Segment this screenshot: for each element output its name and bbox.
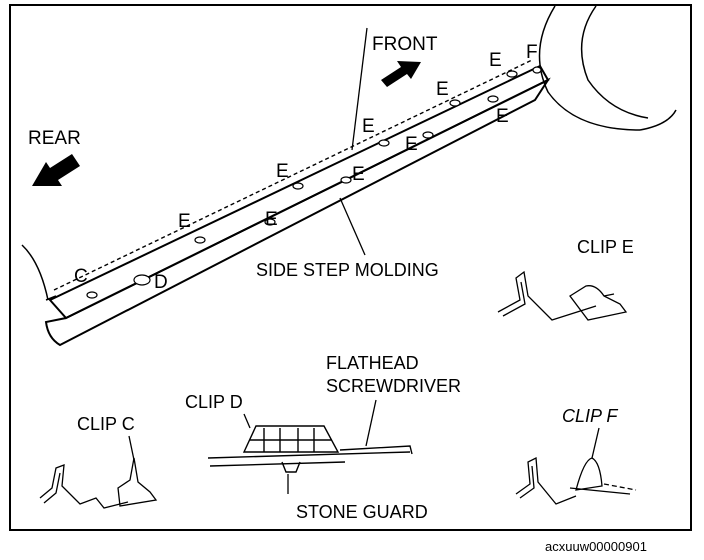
rear-label: REAR	[28, 128, 81, 149]
letter-d: D	[154, 272, 168, 293]
letter-e: E	[496, 106, 509, 127]
side-step-molding-label: SIDE STEP MOLDING	[256, 260, 439, 280]
clip-d-label: CLIP D	[185, 392, 243, 412]
leader-lines	[339, 27, 368, 256]
clip-f-label: CLIP F	[562, 406, 618, 426]
letter-e: E	[405, 134, 418, 155]
letter-e: E	[489, 50, 502, 71]
clip-c-leader	[128, 435, 135, 461]
rear-wheel-arch	[21, 244, 49, 301]
front-label: FRONT	[372, 34, 438, 55]
letter-e: E	[362, 116, 375, 137]
clip-e-label: CLIP E	[577, 237, 634, 257]
letter-c: C	[74, 266, 88, 287]
letter-e: E	[276, 161, 289, 182]
clip-f-detail	[515, 456, 637, 505]
clip-d-leader	[243, 413, 251, 429]
screwdriver-leader	[365, 399, 377, 447]
clip-c-detail	[39, 457, 158, 509]
screwdriver-label: SCREWDRIVER	[326, 376, 461, 396]
clip-f-leader	[591, 427, 600, 459]
front-tire	[538, 5, 677, 131]
diagram-frame	[9, 4, 692, 531]
letter-f: F	[526, 42, 538, 63]
side-step-molding	[44, 59, 551, 347]
letter-e: E	[352, 164, 365, 185]
letter-e: E	[178, 211, 191, 232]
clip-holes	[86, 66, 542, 299]
clip-e-detail	[497, 270, 628, 321]
clip-position-letters: C D E E E E E E E E E F	[74, 42, 538, 293]
clip-c-label: CLIP C	[77, 414, 135, 434]
flathead-label: FLATHEAD	[326, 353, 419, 373]
figure-code: acxuuw00000901	[545, 539, 647, 554]
rear-arrow-icon	[32, 154, 80, 186]
letter-e: E	[436, 79, 449, 100]
front-arrow-icon	[381, 61, 421, 87]
letter-e: E	[265, 209, 278, 230]
stone-guard-label: STONE GUARD	[296, 502, 428, 522]
clip-d-detail	[207, 425, 413, 473]
